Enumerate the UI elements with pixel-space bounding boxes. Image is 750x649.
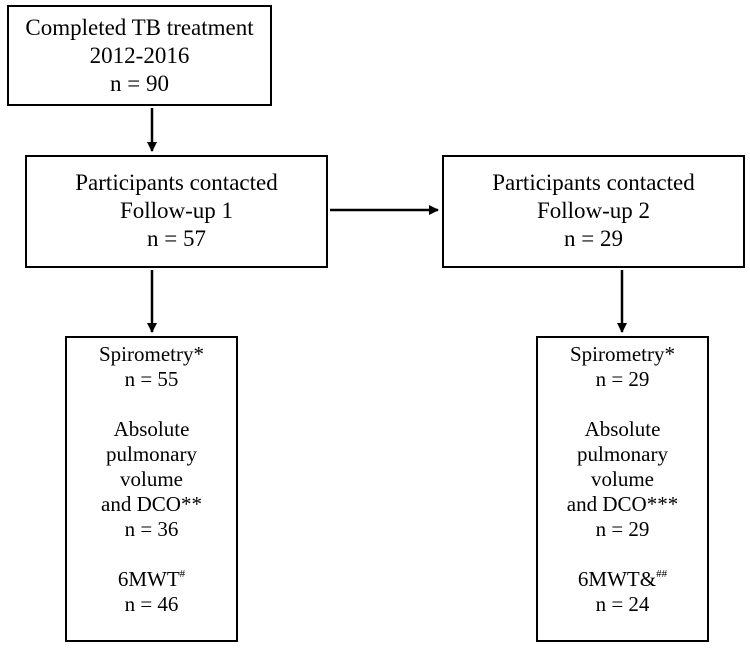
tests2-6mwt-count: n = 24 (595, 592, 650, 616)
tests1-6mwt-footnote-mark: # (179, 568, 186, 580)
spacer (67, 542, 236, 567)
tests1-apv-count: n = 36 (124, 517, 179, 541)
tests2-apv-line2: pulmonary (577, 442, 668, 466)
followup2-title: Participants contacted (492, 170, 695, 195)
box-followup-1: Participants contacted Follow-up 1 n = 5… (25, 155, 328, 268)
tests1-apv-line4: and DCO** (101, 492, 202, 516)
followup2-label: Follow-up 2 (536, 198, 651, 223)
followup1-count: n = 57 (147, 226, 206, 251)
tests2-6mwt-footnote-mark: ## (656, 568, 668, 580)
spacer (67, 392, 236, 417)
tests2-6mwt: 6MWT&## (538, 567, 707, 592)
spacer (538, 542, 707, 567)
tests2-spirometry: Spirometry* (570, 342, 675, 366)
tests1-6mwt: 6MWT# (67, 567, 236, 592)
start-count: n = 90 (110, 71, 169, 96)
tests1-spirometry-count: n = 55 (124, 367, 179, 391)
box-completed-treatment: Completed TB treatment 2012-2016 n = 90 (7, 5, 272, 106)
followup2-count: n = 29 (564, 226, 623, 251)
start-years: 2012-2016 (89, 43, 190, 68)
tests1-6mwt-count: n = 46 (124, 592, 179, 616)
followup1-title: Participants contacted (75, 170, 278, 195)
tests2-6mwt-label: 6MWT& (577, 567, 657, 591)
box-tests-followup-1: Spirometry* n = 55 Absolute pulmonary vo… (65, 336, 238, 642)
tests2-spirometry-count: n = 29 (595, 367, 650, 391)
box-tests-followup-2: Spirometry* n = 29 Absolute pulmonary vo… (536, 336, 709, 642)
followup1-label: Follow-up 1 (119, 198, 234, 223)
tests1-apv-line3: volume (120, 467, 183, 491)
tests1-apv-line1: Absolute (113, 417, 190, 441)
tests2-apv-line4: and DCO*** (566, 492, 679, 516)
tests2-apv-line3: volume (591, 467, 654, 491)
tests1-6mwt-label: 6MWT (117, 567, 180, 591)
tests1-apv-line2: pulmonary (106, 442, 197, 466)
tests2-apv-count: n = 29 (595, 517, 650, 541)
box-followup-2: Participants contacted Follow-up 2 n = 2… (442, 155, 745, 268)
spacer (538, 392, 707, 417)
tests2-apv-line1: Absolute (584, 417, 661, 441)
start-title: Completed TB treatment (25, 15, 254, 40)
tests1-spirometry: Spirometry* (99, 342, 204, 366)
